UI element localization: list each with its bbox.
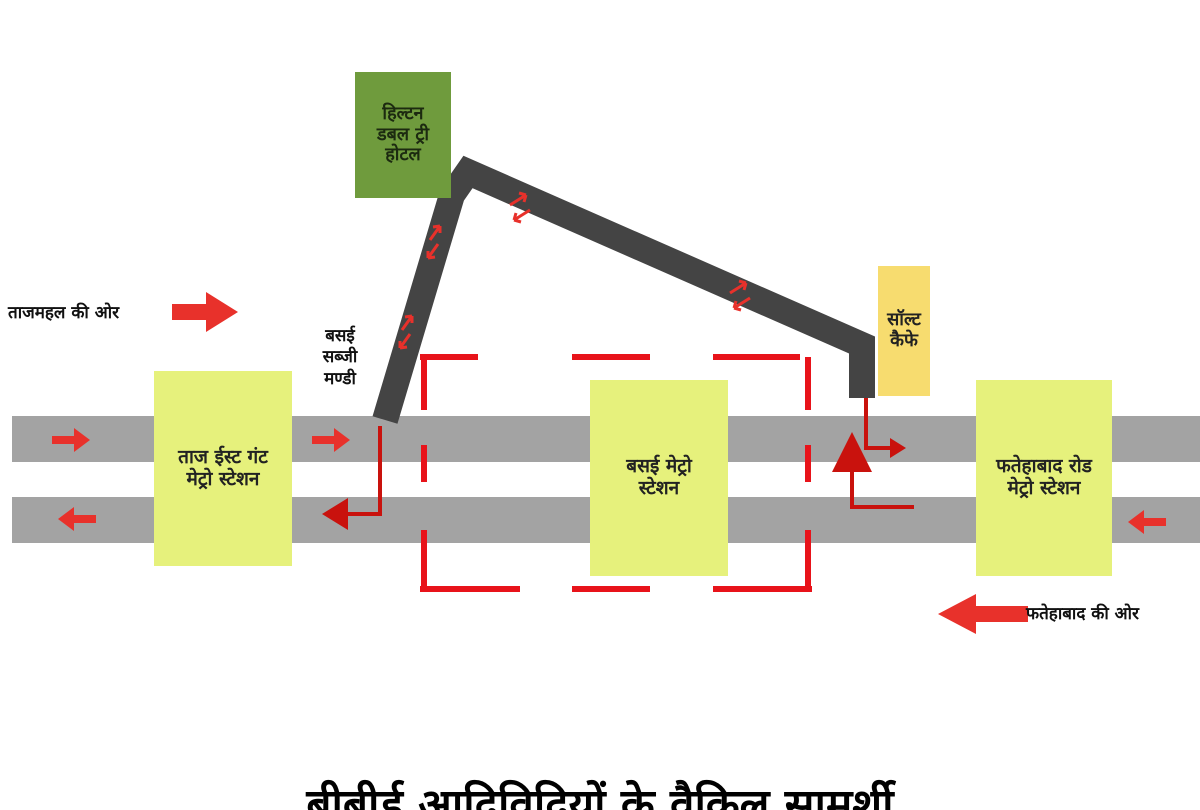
- caption-strip: बीबीर्ड आदिविदियों के वैकिल सामर्शी: [0, 776, 1200, 810]
- hilton-hotel-box: हिल्टन डबल ट्री होटल: [355, 72, 451, 198]
- label-basai-sabzi-mandi: बसई सब्जी मण्डी: [322, 326, 358, 389]
- arrow-left-1: [58, 507, 96, 531]
- label-toward-tajmahal: ताजमहल की ओर: [8, 303, 120, 323]
- taj-east-gate-station: ताज ईस्ट गंट मेट्रो स्टेशन: [154, 371, 292, 566]
- fatehabad-road-label: फतेहाबाद रोड मेट्रो स्टेशन: [996, 455, 1092, 499]
- arrow-toward-fatehabad: [938, 594, 1028, 634]
- fatehabad-road-station: फतेहाबाद रोड मेट्रो स्टेशन: [976, 380, 1112, 576]
- salt-cafe-label: सॉल्ट कैफे: [887, 309, 921, 351]
- turn-arrowhead-right: [890, 438, 906, 458]
- taj-east-gate-label: ताज ईस्ट गंट मेट्रो स्टेशन: [178, 445, 268, 490]
- salt-cafe-box: सॉल्ट कैफे: [878, 266, 930, 396]
- construction-dashed-box: [420, 354, 812, 592]
- diversion-route: [372, 155, 875, 424]
- arrow-right-1: [52, 428, 90, 452]
- caption-text: बीबीर्ड आदिविदियों के वैकिल सामर्शी: [306, 780, 894, 810]
- turn-arrowhead-left: [322, 498, 348, 530]
- hilton-hotel-label: हिल्टन डबल ट्री होटल: [376, 102, 430, 166]
- arrow-right-2: [312, 428, 350, 452]
- basai-metro-station: बसई मेट्रो स्टेशन: [590, 380, 728, 576]
- label-toward-fatehabad: फतेहाबाद की ओर: [1026, 604, 1140, 624]
- arrow-left-2: [1128, 510, 1166, 534]
- turning-arrows: [340, 398, 914, 516]
- turn-arrowhead-up: [832, 432, 872, 472]
- arrow-toward-tajmahal: [172, 292, 238, 332]
- basai-metro-label: बसई मेट्रो स्टेशन: [626, 455, 692, 499]
- route-direction-arrows: [398, 191, 751, 350]
- road-arrows: [52, 292, 1166, 634]
